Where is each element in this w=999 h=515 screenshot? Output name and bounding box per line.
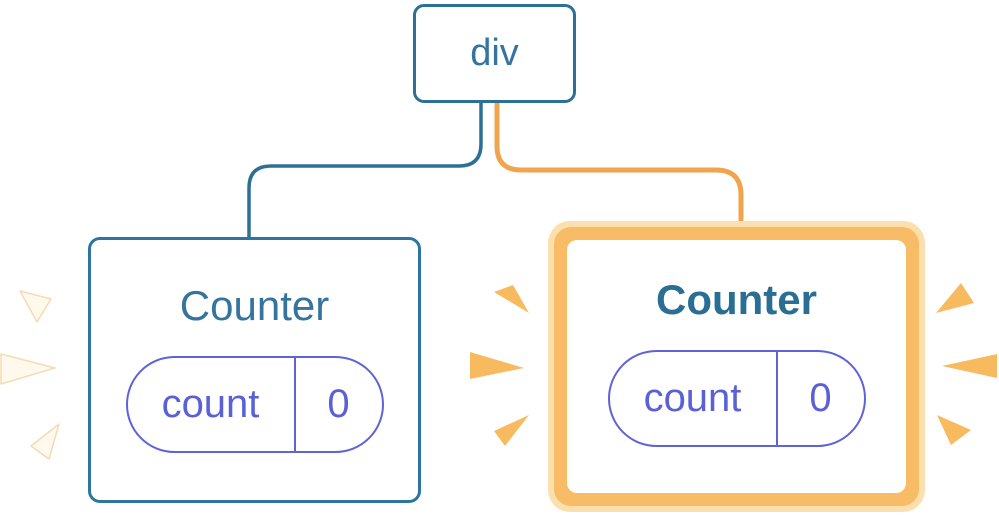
state-pill: count 0 xyxy=(125,356,384,453)
sparkle-icon xyxy=(19,290,52,323)
sparkle-icon xyxy=(937,415,971,445)
edge-root-to-left-counter xyxy=(247,100,483,240)
sparkle-icon xyxy=(936,283,974,313)
sparkle-icon xyxy=(494,285,529,313)
state-pill: count 0 xyxy=(607,350,866,447)
sparkle-burst-right-inner-icon xyxy=(470,285,529,446)
root-node-label: div xyxy=(470,32,519,74)
sparkle-burst-left-icon xyxy=(0,290,60,460)
sparkle-icon xyxy=(470,352,524,379)
counter-title: Counter xyxy=(656,276,817,323)
root-node-div: div xyxy=(413,4,576,103)
counter-card-right-highlight-ring: Counter count 0 xyxy=(554,227,919,506)
sparkle-icon xyxy=(942,354,997,378)
counter-title: Counter xyxy=(179,282,330,329)
sparkle-icon xyxy=(494,415,529,446)
sparkle-icon xyxy=(0,353,56,385)
sparkle-icon xyxy=(30,423,60,460)
state-key: count xyxy=(128,358,296,451)
edge-root-to-right-counter-casing xyxy=(486,100,752,232)
sparkle-burst-right-outer-icon xyxy=(936,283,997,445)
counter-card-right-highlight-outer: Counter count 0 xyxy=(548,221,925,512)
state-value: 0 xyxy=(327,382,350,426)
edge-root-to-right-counter xyxy=(494,100,744,232)
counter-card-left: Counter count 0 xyxy=(88,237,421,503)
counter-card-right: Counter count 0 xyxy=(567,240,906,493)
state-key: count xyxy=(610,352,778,445)
state-value: 0 xyxy=(809,376,832,420)
